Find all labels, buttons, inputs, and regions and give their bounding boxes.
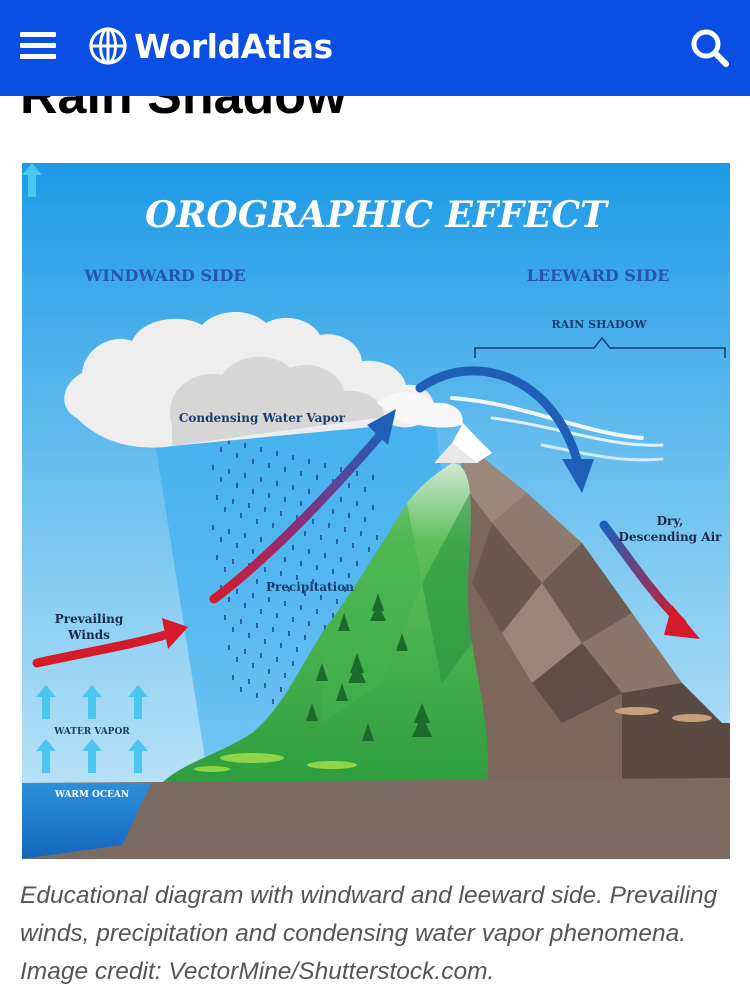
brand-name: WorldAtlas [134,26,333,66]
warm-ocean-label: WARM OCEAN [54,790,129,800]
rain-shadow-bracket [474,336,726,358]
top-navigation-bar: WorldAtlas [0,0,750,96]
water-vapor-arrows [22,163,148,773]
prevailing-winds-arrow [32,618,188,668]
windward-mountain [162,463,489,783]
cloud [64,311,463,448]
figure-caption: Educational diagram with windward and le… [20,882,718,985]
dry-air-label-line2: Descending Air [619,530,723,544]
water-vapor-label: WATER VAPOR [53,727,130,737]
site-logo[interactable]: WorldAtlas [88,22,333,70]
dry-air-label-line1: Dry, [657,514,684,528]
wind-streaks [450,396,664,462]
globe-icon [89,27,127,65]
warm-ocean [22,783,152,859]
rising-air-arrow [209,409,396,604]
prevailing-winds-label-line2: Winds [67,628,110,642]
descending-air-arrow [599,520,700,639]
diagram-heading: OROGRAPHIC EFFECT [145,194,609,236]
ground [22,778,730,859]
crossing-air-arrow [415,366,594,493]
orographic-effect-diagram: OROGRAPHIC EFFECT WINDWARD SIDE LEEWARD … [22,163,730,859]
precipitation-label: Precipitation [266,580,354,594]
condensing-water-vapor-label: Condensing Water Vapor [179,411,346,425]
windward-side-label: WINDWARD SIDE [83,266,245,285]
shrubs-leeward [615,707,712,722]
prevailing-winds-label-line1: Prevailing [55,612,124,626]
search-icon[interactable] [688,26,732,70]
hamburger-menu-icon[interactable] [20,28,58,62]
rain-shadow-label: RAIN SHADOW [551,318,647,331]
leeward-side-label: LEEWARD SIDE [527,266,670,285]
